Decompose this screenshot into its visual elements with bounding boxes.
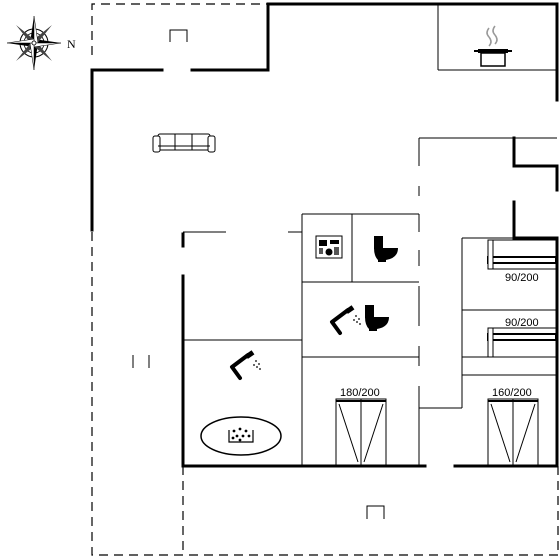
hot-tub-icon bbox=[200, 416, 282, 456]
shower-icon bbox=[330, 305, 361, 335]
exterior-walls bbox=[90, 2, 559, 468]
terrace-outlines bbox=[91, 3, 559, 556]
bed-double bbox=[487, 398, 539, 466]
bed-single bbox=[487, 239, 557, 270]
door-marker-icon bbox=[169, 29, 188, 42]
door-marker-icon bbox=[366, 505, 385, 519]
compass-rose-icon bbox=[6, 15, 62, 71]
bed-size-label: 90/200 bbox=[505, 272, 539, 284]
bed-single bbox=[487, 327, 557, 358]
north-label: N bbox=[67, 37, 76, 51]
interior-walls bbox=[183, 4, 557, 466]
toilet-icon bbox=[365, 305, 389, 331]
washing-machine-icon bbox=[315, 235, 343, 259]
shower-icon bbox=[230, 350, 261, 380]
bed-size-label: 160/200 bbox=[492, 387, 532, 399]
bed-size-label: 90/200 bbox=[505, 317, 539, 329]
bed-size-label: 180/200 bbox=[340, 387, 380, 399]
sofa-icon bbox=[152, 133, 216, 153]
door-marker-icon bbox=[132, 355, 150, 368]
cooking-pot-icon bbox=[474, 25, 512, 67]
bed-double bbox=[335, 398, 387, 466]
toilet-icon bbox=[374, 236, 398, 262]
